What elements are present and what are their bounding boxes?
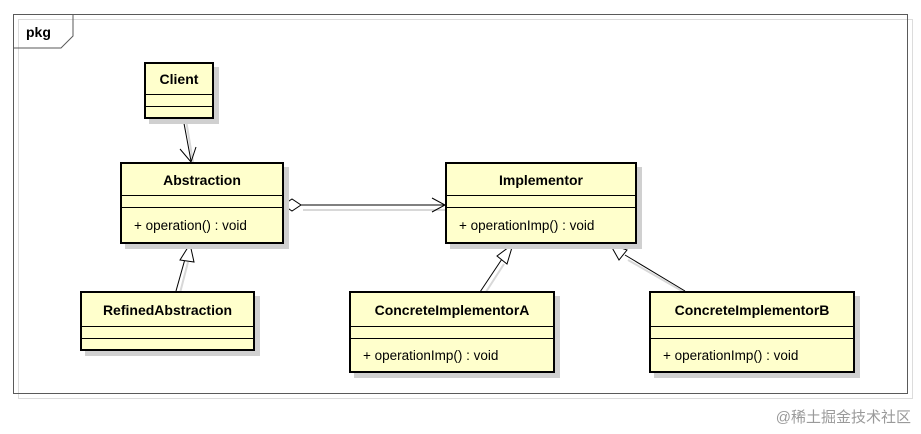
class-concrete-implementor-b-operation: + operationImp() : void	[663, 347, 799, 363]
association-client-abstraction	[179, 117, 197, 164]
class-refined-abstraction-name: RefinedAbstraction	[82, 293, 253, 327]
aggregation-abstraction-implementor	[282, 197, 447, 213]
class-concrete-implementor-b-attributes	[651, 327, 853, 339]
package-frame	[13, 14, 908, 394]
class-client[interactable]: Client	[144, 62, 214, 119]
package-tab	[13, 14, 74, 49]
generalization-concreteb-implementor	[608, 243, 690, 296]
class-concrete-implementor-a-attributes	[351, 327, 553, 339]
class-concrete-implementor-a[interactable]: ConcreteImplementorA + operationImp() : …	[349, 291, 555, 373]
class-implementor-name: Implementor	[447, 164, 635, 196]
class-abstraction-operation: + operation() : void	[134, 217, 247, 233]
class-refined-abstraction[interactable]: RefinedAbstraction	[80, 291, 255, 351]
class-client-attributes	[146, 95, 212, 107]
class-abstraction-attributes	[122, 196, 282, 208]
class-abstraction-name: Abstraction	[122, 164, 282, 196]
package-frame-shadow	[18, 19, 913, 399]
class-client-name: Client	[146, 64, 212, 95]
class-implementor[interactable]: Implementor + operationImp() : void	[445, 162, 637, 244]
class-concrete-implementor-a-operation: + operationImp() : void	[363, 347, 499, 363]
class-refined-abstraction-operations	[82, 339, 253, 349]
class-concrete-implementor-b-name: ConcreteImplementorB	[651, 293, 853, 327]
class-implementor-attributes	[447, 196, 635, 208]
class-implementor-operation: + operationImp() : void	[459, 217, 595, 233]
generalization-concretea-implementor	[479, 242, 514, 296]
class-abstraction[interactable]: Abstraction + operation() : void	[120, 162, 284, 244]
generalization-refined-abstraction	[175, 242, 195, 294]
class-concrete-implementor-a-name: ConcreteImplementorA	[351, 293, 553, 327]
class-concrete-implementor-b[interactable]: ConcreteImplementorB + operationImp() : …	[649, 291, 855, 373]
class-client-operations	[146, 107, 212, 117]
package-label: pkg	[26, 24, 51, 40]
class-refined-abstraction-attributes	[82, 327, 253, 339]
watermark: @稀土掘金技术社区	[775, 409, 911, 426]
